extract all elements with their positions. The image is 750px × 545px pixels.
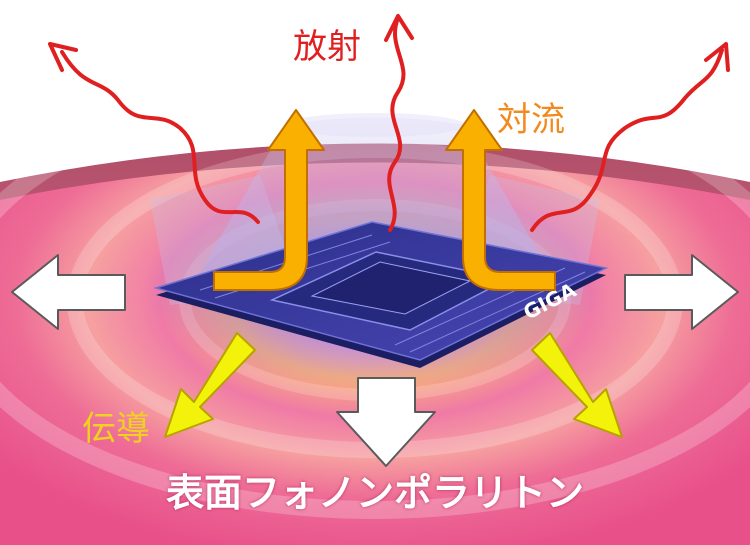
surface-phonon-polariton-label: 表面フォノンポラリトン [165,471,584,515]
convection-arrows [213,109,556,291]
conduction-arrows [164,332,623,438]
radiation-label: 放射 [293,27,361,67]
convection-arrow-right [445,109,556,291]
radiation-arrow-middle [387,16,406,232]
spp-arrow-down [336,377,436,467]
radiation-arrow-left-head-icon [48,42,78,72]
radiation-arrow-right-head-icon [704,42,730,72]
radiation-arrow-left [60,50,260,224]
radiation-arrow-middle-head-icon [384,14,414,42]
radiation-arrows [48,14,730,232]
spp-arrow-right [624,254,739,330]
chip: GIGA [153,221,609,368]
conduction-label: 伝導 [82,409,150,449]
spp-arrow-left [11,254,126,330]
spp-arrows [11,254,739,467]
conduction-arrow-left [164,332,256,438]
conduction-arrow-right [531,332,623,438]
convection-label: 対流 [497,100,565,140]
convection-arrow-left [213,109,325,291]
radiation-arrow-right [530,48,724,232]
